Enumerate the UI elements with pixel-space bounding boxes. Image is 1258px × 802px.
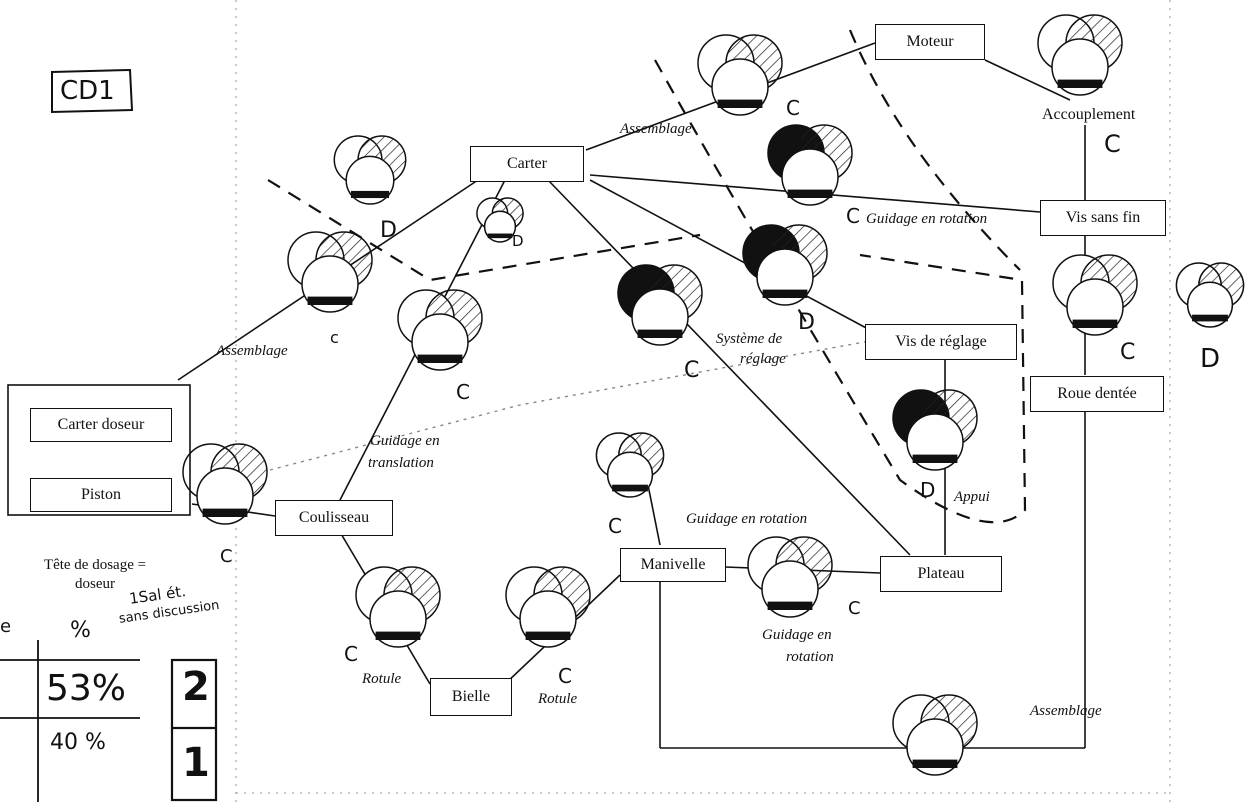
box-moteur[interactable]: Moteur [875, 24, 985, 60]
link-rotule-left: Rotule [362, 671, 402, 687]
grade-c-guidage: C [846, 204, 860, 228]
box-manivelle[interactable]: Manivelle [620, 548, 726, 582]
joint-fill-bar [912, 759, 958, 768]
grade-c-coulisseau-link: C [456, 380, 470, 404]
joint-symbol-13 [892, 694, 978, 776]
grade-c-carter-link: C [684, 358, 700, 383]
tete-de-dosage-frame [7, 384, 191, 516]
pct-1: 53% [46, 668, 127, 709]
link-accouplement: Accouplement [1042, 106, 1136, 123]
joint-symbol-10 [355, 566, 441, 648]
pct-header-1: e [0, 616, 12, 637]
link-guidage-translation-1: Guidage en [370, 433, 440, 449]
grade-d-top: D [380, 218, 397, 243]
joint-fill-bar [767, 601, 813, 610]
link-systeme-reglage-2: réglage [740, 351, 786, 367]
link-guidage-rotation-plateau-1: Guidage en [762, 627, 832, 643]
grade-d-roue: D [1200, 344, 1221, 374]
link-assemblage-bottom: Assemblage [1030, 703, 1102, 719]
boundary-dashes [267, 29, 1027, 524]
link-guidage-rotation-carter-vis: Guidage en rotation [866, 211, 988, 227]
joint-symbol-12 [747, 536, 833, 618]
grade-c-plateau: C [848, 598, 861, 619]
joint-symbol-0 [697, 34, 783, 116]
grade-d-reglage: D [798, 310, 815, 335]
joint-symbols [182, 14, 1245, 776]
box-bielle[interactable]: Bielle [430, 678, 512, 716]
link-rotule-right: Rotule [538, 691, 578, 707]
grade-c-roue: C [1120, 340, 1136, 365]
group-caption-line2: doseur [75, 576, 115, 592]
joint-fill-bar [525, 631, 571, 640]
link-appui: Appui [954, 489, 990, 505]
link-systeme-reglage-1: Système de [716, 331, 783, 347]
joint-symbol-14 [333, 135, 407, 205]
joint-symbol-1 [1037, 14, 1123, 96]
joint-symbol-16 [595, 432, 665, 498]
box-vis-sans-fin[interactable]: Vis sans fin [1040, 200, 1166, 236]
box-num-1: 2 [182, 664, 210, 710]
box-vis-de-reglage[interactable]: Vis de réglage [865, 324, 1017, 360]
box-plateau[interactable]: Plateau [880, 556, 1002, 592]
grade-d-appui: D [920, 478, 936, 502]
joint-symbol-5 [1052, 254, 1138, 336]
joint-symbol-6 [397, 289, 483, 371]
link-assemblage-left: Assemblage [216, 343, 288, 359]
grade-c-rotule-right: C [558, 664, 572, 688]
grade-c-accoup: C [1104, 130, 1121, 158]
link-guidage-rotation-manivelle: Guidage en rotation [686, 511, 808, 527]
joint-fill-bar [1057, 79, 1103, 88]
joint-fill-bar [375, 631, 421, 640]
joint-symbol-7 [617, 264, 703, 346]
joint-symbol-15 [476, 197, 524, 243]
box-coulisseau[interactable]: Coulisseau [275, 500, 393, 536]
box-carter[interactable]: Carter [470, 146, 584, 182]
joint-fill-bar [612, 484, 648, 492]
grade-c-rotule-left: C [344, 642, 358, 666]
grade-c-moteur: C [786, 96, 800, 120]
link-guidage-translation-2: translation [368, 455, 434, 471]
joint-symbol-3 [287, 231, 373, 313]
link-guidage-rotation-plateau-2: rotation [786, 649, 834, 665]
box-carter-doseur[interactable]: Carter doseur [30, 408, 172, 442]
joint-symbol-17 [1175, 262, 1245, 328]
grade-c-assemblage: c [330, 328, 339, 347]
joint-fill-bar [717, 99, 763, 108]
joint-fill-bar [1192, 314, 1228, 322]
joint-fill-bar [912, 454, 958, 463]
stamp-label: CD1 [60, 76, 115, 106]
joint-fill-bar [202, 508, 248, 517]
pct-header-2: % [70, 618, 91, 643]
grade-d-small: D [512, 232, 524, 250]
joint-symbol-2 [767, 124, 853, 206]
joint-symbol-8 [892, 389, 978, 471]
grade-grid [170, 658, 218, 802]
pct-2: 40 % [50, 730, 106, 755]
joint-symbol-9 [182, 443, 268, 525]
joint-fill-bar [307, 296, 353, 305]
box-roue-dentee[interactable]: Roue dentée [1030, 376, 1164, 412]
joint-fill-bar [762, 289, 808, 298]
joint-fill-bar [417, 354, 463, 363]
link-assemblage-carter-moteur: Assemblage [620, 121, 692, 137]
joint-fill-bar [637, 329, 683, 338]
boundary-dots [269, 329, 931, 471]
percent-grid [0, 640, 140, 802]
box-num-2: 1 [182, 740, 210, 786]
grade-c-manivelle: C [608, 514, 622, 538]
joint-symbol-11 [505, 566, 591, 648]
joint-fill-bar [487, 233, 513, 239]
page-margins [235, 0, 1171, 802]
joint-fill-bar [350, 190, 390, 199]
grade-c-piston: C [220, 546, 233, 567]
group-caption-line1: Tête de dosage = [43, 557, 147, 573]
stamp-frame [51, 68, 134, 114]
box-piston[interactable]: Piston [30, 478, 172, 512]
joint-symbol-4 [742, 224, 828, 306]
joint-fill-bar [787, 189, 833, 198]
joint-fill-bar [1072, 319, 1118, 328]
